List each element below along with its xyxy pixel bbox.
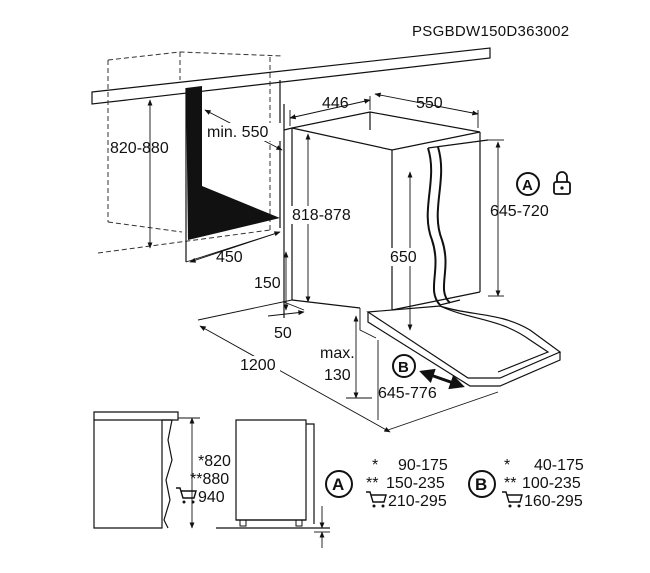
max-value: 130	[324, 367, 351, 384]
niche-width-dimension: 450	[189, 231, 281, 266]
width-label: 446	[322, 95, 349, 112]
height-options: *820 **880 940	[176, 453, 231, 506]
table-b-value-1: 40-175	[534, 457, 584, 474]
product-code: PSGBDW150D363002	[412, 23, 569, 40]
cart-icon	[176, 487, 197, 504]
table-b-mark-2: **	[504, 475, 516, 492]
door-height-label: 645-720	[490, 203, 549, 220]
table-b: B * 40-175 ** 100-235 160-295	[468, 457, 584, 510]
plinth-height-label: 150	[254, 275, 281, 292]
height-option-2: **880	[190, 471, 229, 488]
side-profile-cabinet	[93, 411, 179, 529]
max-gap-dimension: max. 130	[320, 315, 372, 399]
door-swing-label: 1200	[240, 357, 276, 374]
lock-icon	[553, 171, 571, 195]
table-b-label: B	[475, 475, 487, 494]
plinth-offset-label: 50	[274, 325, 292, 342]
open-door	[359, 305, 562, 387]
niche-depth-dimension: min. 550	[204, 109, 283, 151]
side-profile-appliance	[216, 419, 330, 548]
height-options-dimension	[178, 417, 200, 529]
door-travel-dimension: 645-776	[377, 340, 437, 420]
depth-dimension: 550	[374, 92, 479, 128]
appliance-height-label: 818-878	[292, 207, 351, 224]
inner-height-label: 650	[390, 249, 417, 266]
marker-b: B	[392, 354, 465, 390]
table-a: A * 90-175 ** 150-235 210-295	[325, 457, 448, 510]
cart-icon	[366, 491, 387, 508]
door-panel	[426, 139, 489, 306]
marker-b-label: B	[398, 359, 409, 376]
door-swing-dimension: 1200	[197, 299, 499, 433]
table-a-value-3: 210-295	[388, 493, 447, 510]
table-a-mark-1: *	[372, 457, 378, 474]
depth-label: 550	[416, 95, 443, 112]
inner-height-dimension: 650	[388, 171, 420, 331]
table-a-label: A	[332, 475, 344, 494]
table-a-value-2: 150-235	[386, 475, 445, 492]
niche-depth-label: min. 550	[207, 124, 268, 141]
door-travel-label: 645-776	[378, 385, 437, 402]
height-option-3: 940	[198, 489, 225, 506]
cabinet-height-dimension: 820-880	[110, 99, 169, 249]
table-a-mark-2: **	[366, 475, 378, 492]
plinth-dimensions: 150 50	[254, 251, 305, 342]
height-option-1: *820	[198, 453, 231, 470]
table-a-value-1: 90-175	[398, 457, 448, 474]
table-b-value-2: 100-235	[522, 475, 581, 492]
marker-a-label: A	[522, 177, 533, 194]
niche-width-label: 450	[216, 249, 243, 266]
width-dimension: 446	[289, 95, 371, 126]
cabinet-height-label: 820-880	[110, 140, 169, 157]
door-height-dimension: 645-720	[488, 139, 549, 297]
table-b-mark-1: *	[504, 457, 510, 474]
max-label: max.	[320, 345, 355, 362]
marker-a: A	[516, 172, 540, 196]
appliance-height-dimension: 818-878	[290, 133, 360, 303]
cart-icon	[502, 491, 523, 508]
table-b-value-3: 160-295	[524, 493, 583, 510]
